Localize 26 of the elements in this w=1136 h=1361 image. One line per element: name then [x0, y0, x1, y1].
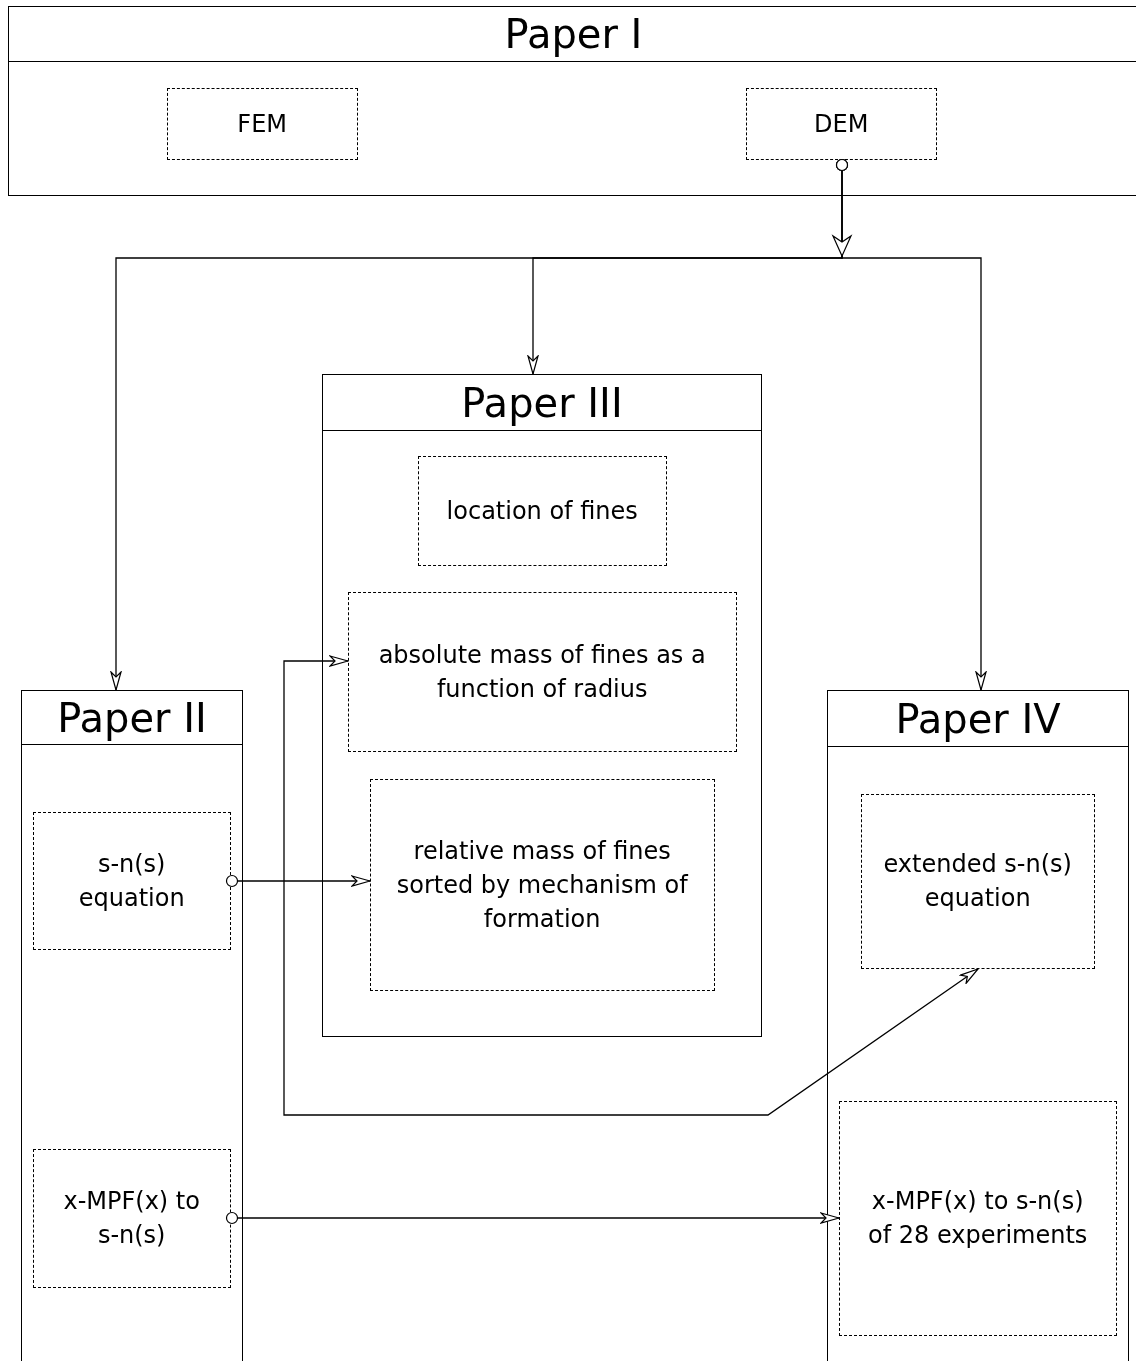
topic-box — [860, 793, 1095, 969]
topic-box — [32, 1148, 231, 1288]
arrow — [283, 655, 979, 1116]
topic-label: absolute mass of fines as a function of radius — [377, 639, 707, 705]
paper-panel — [8, 6, 1136, 196]
topic-label: x-MPF(x) to s-n(s) — [62, 1186, 201, 1252]
paper-panel — [21, 690, 243, 1361]
topic-label: DEM — [814, 108, 869, 140]
topic-label: relative mass of fines sorted by mechanism of formation — [395, 835, 690, 935]
topic-box — [417, 455, 667, 566]
paper-panel — [322, 374, 762, 1037]
topic-box — [369, 778, 715, 991]
topic-label: location of fines — [446, 495, 638, 527]
topic-label: extended s-n(s) equation — [882, 849, 1073, 915]
topic-label: x-MPF(x) to s-n(s) of 28 experiments — [867, 1186, 1089, 1252]
arrow — [225, 874, 371, 888]
arrow — [835, 158, 987, 691]
arrow — [225, 1211, 840, 1225]
topic-box — [745, 87, 937, 160]
topic-label: s-n(s) equation — [77, 848, 186, 914]
paper-panel — [827, 690, 1129, 1361]
topic-box — [32, 811, 231, 950]
topic-label: FEM — [237, 108, 288, 140]
topic-box — [838, 1100, 1117, 1336]
topic-box — [347, 591, 737, 752]
topic-box — [166, 87, 358, 160]
